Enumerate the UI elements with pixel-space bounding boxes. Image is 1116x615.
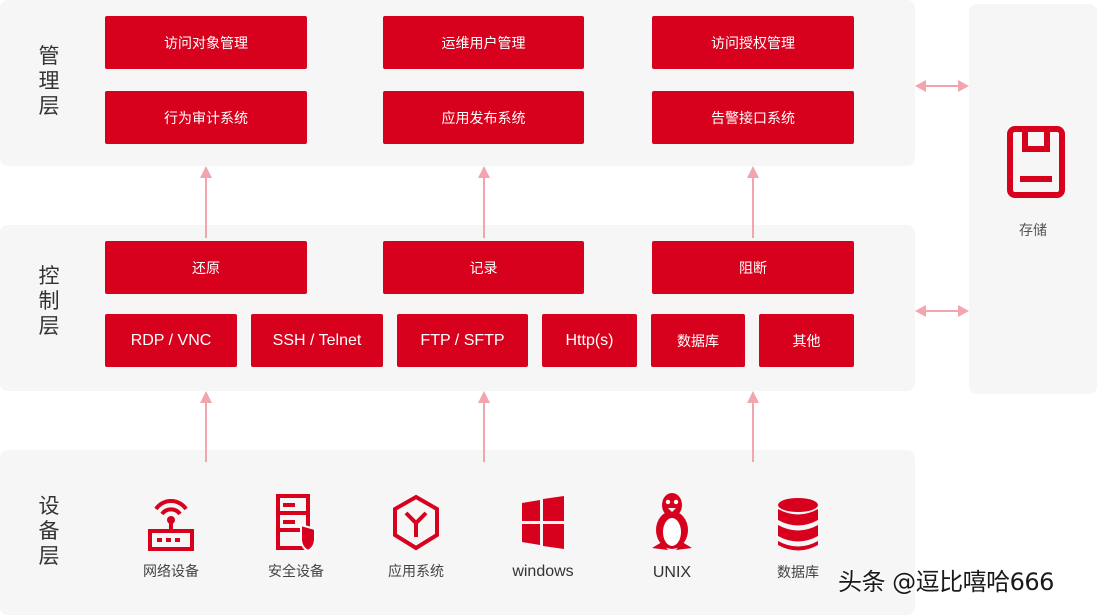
device-database: 数据库	[743, 496, 853, 582]
arrow-up-left-upper	[200, 166, 212, 238]
protocol-other-box: 其他	[759, 314, 854, 367]
device-unix-label: UNIX	[652, 564, 692, 581]
application-publish-system-box: 应用发布系统	[383, 91, 584, 144]
ops-user-management-box: 运维用户管理	[383, 16, 584, 69]
protocol-ssh-telnet-box: SSH / Telnet	[251, 314, 383, 367]
device-network-label: 网络设备	[143, 564, 199, 580]
security-server-icon	[276, 494, 316, 553]
arrow-up-center-lower	[478, 391, 490, 462]
device-windows-label: windows	[512, 563, 574, 580]
arrow-bidirectional-control-storage	[915, 305, 969, 317]
control-layer-label: 控制层	[38, 264, 60, 338]
arrow-up-left-lower	[200, 391, 212, 462]
arrow-up-right-lower	[747, 391, 759, 462]
router-icon	[148, 499, 194, 551]
record-box: 记录	[383, 241, 584, 294]
linux-tux-icon	[652, 493, 692, 550]
arrow-up-right-upper	[747, 166, 759, 238]
device-application: 应用系统	[361, 493, 471, 581]
device-layer-label: 设备层	[38, 494, 60, 568]
application-cube-icon	[393, 494, 439, 551]
protocol-rdp-vnc-box: RDP / VNC	[105, 314, 237, 367]
block-box: 阻断	[652, 241, 854, 294]
device-network: 网络设备	[116, 493, 226, 581]
protocol-database-box: 数据库	[651, 314, 745, 367]
storage-label: 存储	[1019, 223, 1047, 239]
behavior-audit-system-box: 行为审计系统	[105, 91, 307, 144]
arrow-up-center-upper	[478, 166, 490, 238]
device-security: 安全设备	[241, 493, 351, 581]
alert-interface-system-box: 告警接口系统	[652, 91, 854, 144]
storage-panel	[969, 4, 1097, 394]
arrow-bidirectional-management-storage	[915, 80, 969, 92]
protocol-ftp-sftp-box: FTP / SFTP	[397, 314, 528, 367]
watermark-text: 头条 @逗比嘻哈666	[838, 568, 1054, 596]
protocol-https-box: Http(s)	[542, 314, 637, 367]
device-windows: windows	[488, 493, 598, 581]
device-security-label: 安全设备	[268, 564, 324, 580]
access-object-management-box: 访问对象管理	[105, 16, 307, 69]
database-icon	[778, 498, 818, 551]
storage-disk-icon	[1006, 125, 1066, 199]
access-authorization-management-box: 访问授权管理	[652, 16, 854, 69]
management-layer-label: 管理层	[38, 44, 60, 118]
device-database-label: 数据库	[777, 565, 819, 581]
device-unix: UNIX	[617, 490, 727, 582]
windows-icon	[522, 496, 564, 549]
restore-box: 还原	[105, 241, 307, 294]
device-application-label: 应用系统	[388, 564, 444, 580]
